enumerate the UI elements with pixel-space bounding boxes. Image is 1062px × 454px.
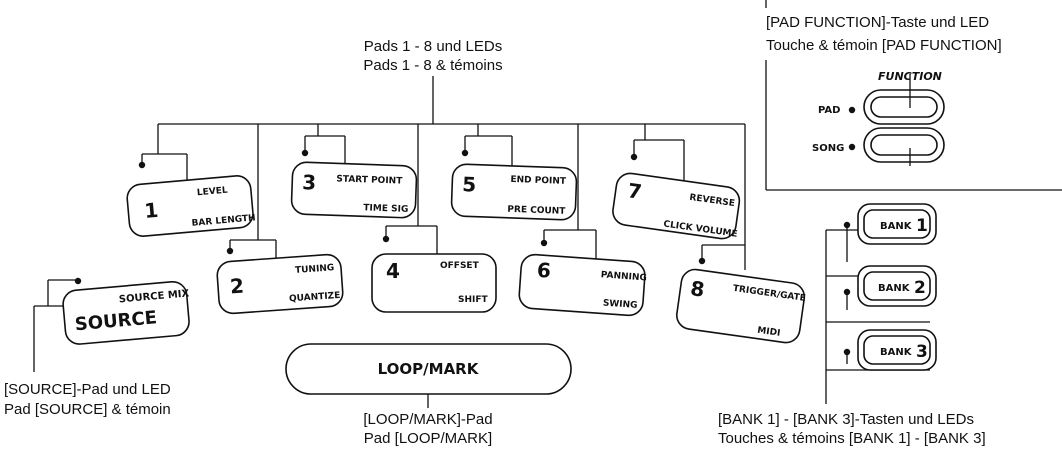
pad-6-bottom-label: SWING xyxy=(602,299,637,311)
loop-mark-label: LOOP/MARK xyxy=(378,360,480,378)
pad-6[interactable]: 6 PANNING SWING xyxy=(518,253,648,317)
pad-7-number: 7 xyxy=(626,178,643,204)
callout-loop-de: [LOOP/MARK]-Pad xyxy=(363,411,492,428)
pad-6-led xyxy=(540,239,548,247)
bank-1-led xyxy=(843,221,851,229)
pad-8-led xyxy=(698,257,706,265)
pad-5-bottom-label: PRE COUNT xyxy=(507,205,566,217)
function-pad-label: PAD xyxy=(818,105,840,116)
callout-padfunc-fr: Touche & témoin [PAD FUNCTION] xyxy=(766,37,1002,54)
pad-3-bottom-label: TIME SIG xyxy=(363,203,408,215)
pad-4-number: 4 xyxy=(386,259,400,283)
callout-source-fr: Pad [SOURCE] & témoin xyxy=(4,401,171,418)
bank-bracket xyxy=(825,229,930,404)
callout-bank-de: [BANK 1] - [BANK 3]-Tasten und LEDs xyxy=(718,411,974,428)
function-panel-frame xyxy=(765,0,1062,191)
pad-3-number: 3 xyxy=(302,170,317,194)
pad-3-top-label: START POINT xyxy=(336,174,403,186)
callout-bank-fr: Touches & témoins [BANK 1] - [BANK 3] xyxy=(718,430,986,447)
pad-4-led xyxy=(382,235,390,243)
pad-4-top-label: OFFSET xyxy=(440,261,480,271)
pad-5-top-label: END POINT xyxy=(510,175,567,187)
source-pad[interactable]: SOURCE MIX SOURCE xyxy=(62,280,193,345)
bank-1-label: BANK xyxy=(880,221,913,232)
pad-8-number: 8 xyxy=(689,276,706,302)
pad-3-led xyxy=(301,149,309,157)
function-pad-led xyxy=(848,106,856,114)
bank-2-number: 2 xyxy=(914,278,926,298)
source-led xyxy=(74,277,82,285)
pad-2-top-label: TUNING xyxy=(295,263,335,276)
source-pad-leader xyxy=(33,277,82,372)
pads-bracket-lines xyxy=(141,76,746,270)
pad-5-number: 5 xyxy=(462,172,477,196)
pad-2-bottom-label: QUANTIZE xyxy=(289,291,341,305)
function-song-led xyxy=(848,143,856,151)
pad-1[interactable]: 1 LEVEL BAR LENGTH xyxy=(126,174,256,237)
pad-1-led xyxy=(138,161,146,169)
pad-3[interactable]: 3 START POINT TIME SIG xyxy=(290,161,418,219)
pad-2-number: 2 xyxy=(229,274,245,299)
callout-loop-fr: Pad [LOOP/MARK] xyxy=(364,430,492,447)
bank-3-button[interactable]: BANK 3 xyxy=(857,329,937,371)
pad-8[interactable]: 8 TRIGGER/GATE MIDI xyxy=(675,268,808,345)
pad-2[interactable]: 2 TUNING QUANTIZE xyxy=(216,253,344,315)
bank-3-number: 3 xyxy=(916,342,928,362)
pad-1-top-label: LEVEL xyxy=(197,186,229,199)
song-function-button-inner xyxy=(870,134,938,156)
bank-2-button[interactable]: BANK 2 xyxy=(857,265,937,307)
pad-4-bottom-label: SHIFT xyxy=(458,295,489,305)
bank-1-number: 1 xyxy=(916,216,928,236)
callout-pads-fr: Pads 1 - 8 & témoins xyxy=(363,57,502,74)
function-song-label: SONG xyxy=(812,143,844,154)
pad-4[interactable]: 4 OFFSET SHIFT xyxy=(371,253,497,313)
pad-1-number: 1 xyxy=(143,198,159,223)
loop-mark-pad[interactable]: LOOP/MARK xyxy=(285,343,572,395)
callout-padfunc-de: [PAD FUNCTION]-Taste und LED xyxy=(766,14,989,31)
bank-1-button[interactable]: BANK 1 xyxy=(857,203,937,245)
callout-source-de: [SOURCE]-Pad und LED xyxy=(4,381,171,398)
bank-2-led xyxy=(843,288,851,296)
pad-8-bottom-label: MIDI xyxy=(757,326,781,339)
pad-5[interactable]: 5 END POINT PRE COUNT xyxy=(450,163,578,221)
callout-pads-de: Pads 1 - 8 und LEDs xyxy=(364,38,502,55)
pad-7-led xyxy=(630,153,638,161)
pad-6-number: 6 xyxy=(536,258,552,283)
pad-leds xyxy=(138,149,706,265)
bank-3-label: BANK xyxy=(880,347,913,358)
pad-7[interactable]: 7 REVERSE CLICK VOLUME xyxy=(611,172,744,241)
pad-5-led xyxy=(461,149,469,157)
pad-function-button-inner xyxy=(870,96,938,118)
pad-6-top-label: PANNING xyxy=(600,270,647,283)
bank-2-label: BANK xyxy=(878,283,911,294)
pad-2-led xyxy=(226,247,234,255)
bank-3-led xyxy=(843,348,851,356)
